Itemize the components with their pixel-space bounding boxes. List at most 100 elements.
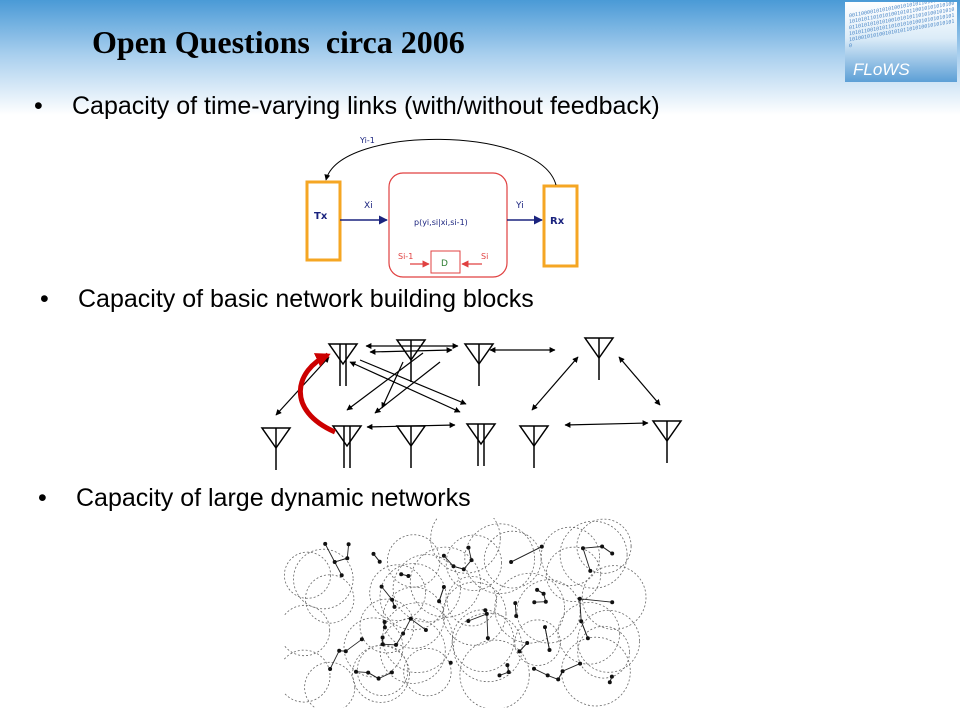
antenna-icon: [583, 337, 615, 360]
coverage-circle: [451, 609, 515, 672]
network-edge: [438, 586, 445, 602]
network-node: [423, 628, 428, 632]
network-node: [581, 546, 585, 551]
network-node: [461, 567, 466, 572]
network-edge: [486, 613, 489, 639]
logo-binary-pattern: 0011000010101010010101011010010101010101…: [849, 2, 955, 50]
network-edge: [579, 598, 582, 622]
network-node: [514, 614, 519, 618]
network-node: [517, 649, 522, 654]
antenna-icon: [395, 425, 427, 448]
network-node: [525, 641, 530, 645]
network-node: [588, 568, 593, 573]
network-node: [585, 636, 590, 641]
antenna-icon: [327, 343, 359, 366]
network-node: [513, 601, 518, 606]
network-node: [535, 587, 540, 592]
network-node: [346, 542, 351, 547]
feedback-label: Yi-1: [359, 136, 375, 145]
coverage-circle: [352, 645, 410, 703]
coverage-circle: [576, 518, 632, 574]
network-node: [545, 673, 550, 678]
network-edge: [334, 557, 348, 563]
coverage-circle: [559, 520, 628, 589]
network-edge: [402, 618, 412, 634]
network-node: [505, 663, 510, 668]
coverage-circle: [445, 534, 502, 591]
network-node: [401, 631, 406, 636]
coverage-circle: [464, 523, 535, 595]
network-node: [441, 553, 446, 558]
large-network-panel: [284, 518, 655, 708]
state-out-label: Si: [481, 252, 488, 261]
antenna-icon: [395, 339, 427, 362]
network-node: [399, 572, 404, 577]
network-node: [406, 574, 411, 578]
link-arrow: [359, 359, 467, 405]
link-arrow: [618, 356, 661, 406]
network-edge: [579, 598, 613, 603]
link-arrow: [349, 361, 461, 413]
network-node: [380, 635, 385, 640]
network-node: [579, 619, 584, 624]
network-node: [448, 660, 453, 665]
antenna-icon: [463, 343, 495, 366]
network-node: [541, 591, 546, 596]
network-edge: [468, 547, 472, 561]
coverage-circle: [581, 565, 647, 630]
network-edge: [367, 672, 379, 679]
network-edge: [395, 633, 404, 646]
link-arrow: [275, 356, 330, 416]
network-node: [441, 585, 446, 589]
network-node: [343, 649, 348, 654]
network-node: [497, 673, 502, 678]
coverage-circle: [561, 636, 631, 707]
network-node: [323, 541, 328, 546]
network-node: [345, 556, 350, 561]
link-arrow: [374, 361, 441, 414]
network-edge: [329, 650, 340, 670]
network-node: [560, 669, 565, 674]
x-label: Xi: [364, 201, 373, 211]
network-node: [339, 573, 344, 578]
coverage-circle: [409, 546, 481, 618]
bullet-network-building-blocks: •Capacity of basic network building bloc…: [40, 285, 534, 313]
network-node: [371, 551, 376, 556]
network-node: [379, 584, 384, 589]
network-edge: [324, 543, 336, 563]
coverage-circle: [442, 581, 507, 646]
coverage-circle: [557, 602, 621, 665]
network-node: [376, 676, 381, 681]
link-arrow: [346, 352, 424, 411]
network-node: [437, 599, 442, 604]
network-node: [509, 560, 514, 564]
network-node: [485, 636, 490, 641]
network-node: [382, 625, 387, 630]
coverage-circle: [494, 572, 565, 644]
network-edge: [346, 544, 350, 559]
network-edge: [355, 671, 369, 674]
coverage-circle: [446, 576, 497, 627]
network-edge: [514, 603, 517, 617]
tx-label: Tx: [314, 211, 328, 222]
network-node: [469, 558, 474, 563]
network-node: [366, 670, 371, 675]
network-edge: [562, 663, 581, 672]
y-label: Yi: [515, 201, 524, 211]
network-edge: [582, 548, 591, 572]
coverage-circle: [403, 648, 452, 697]
network-edge: [334, 561, 343, 576]
curved-red-arrow: [297, 352, 337, 435]
network-node: [532, 666, 536, 671]
network-edge: [410, 618, 427, 631]
network-node: [394, 642, 398, 647]
network-edge: [580, 621, 589, 639]
bullet-large-dynamic-networks: •Capacity of large dynamic networks: [38, 484, 471, 512]
network-node: [377, 559, 382, 564]
network-node: [354, 669, 358, 674]
delay-label: D: [441, 259, 448, 269]
coverage-circle: [514, 619, 561, 666]
network-node: [543, 599, 548, 604]
logo-text: FLoWS: [853, 60, 910, 79]
coverage-circle: [577, 609, 641, 673]
